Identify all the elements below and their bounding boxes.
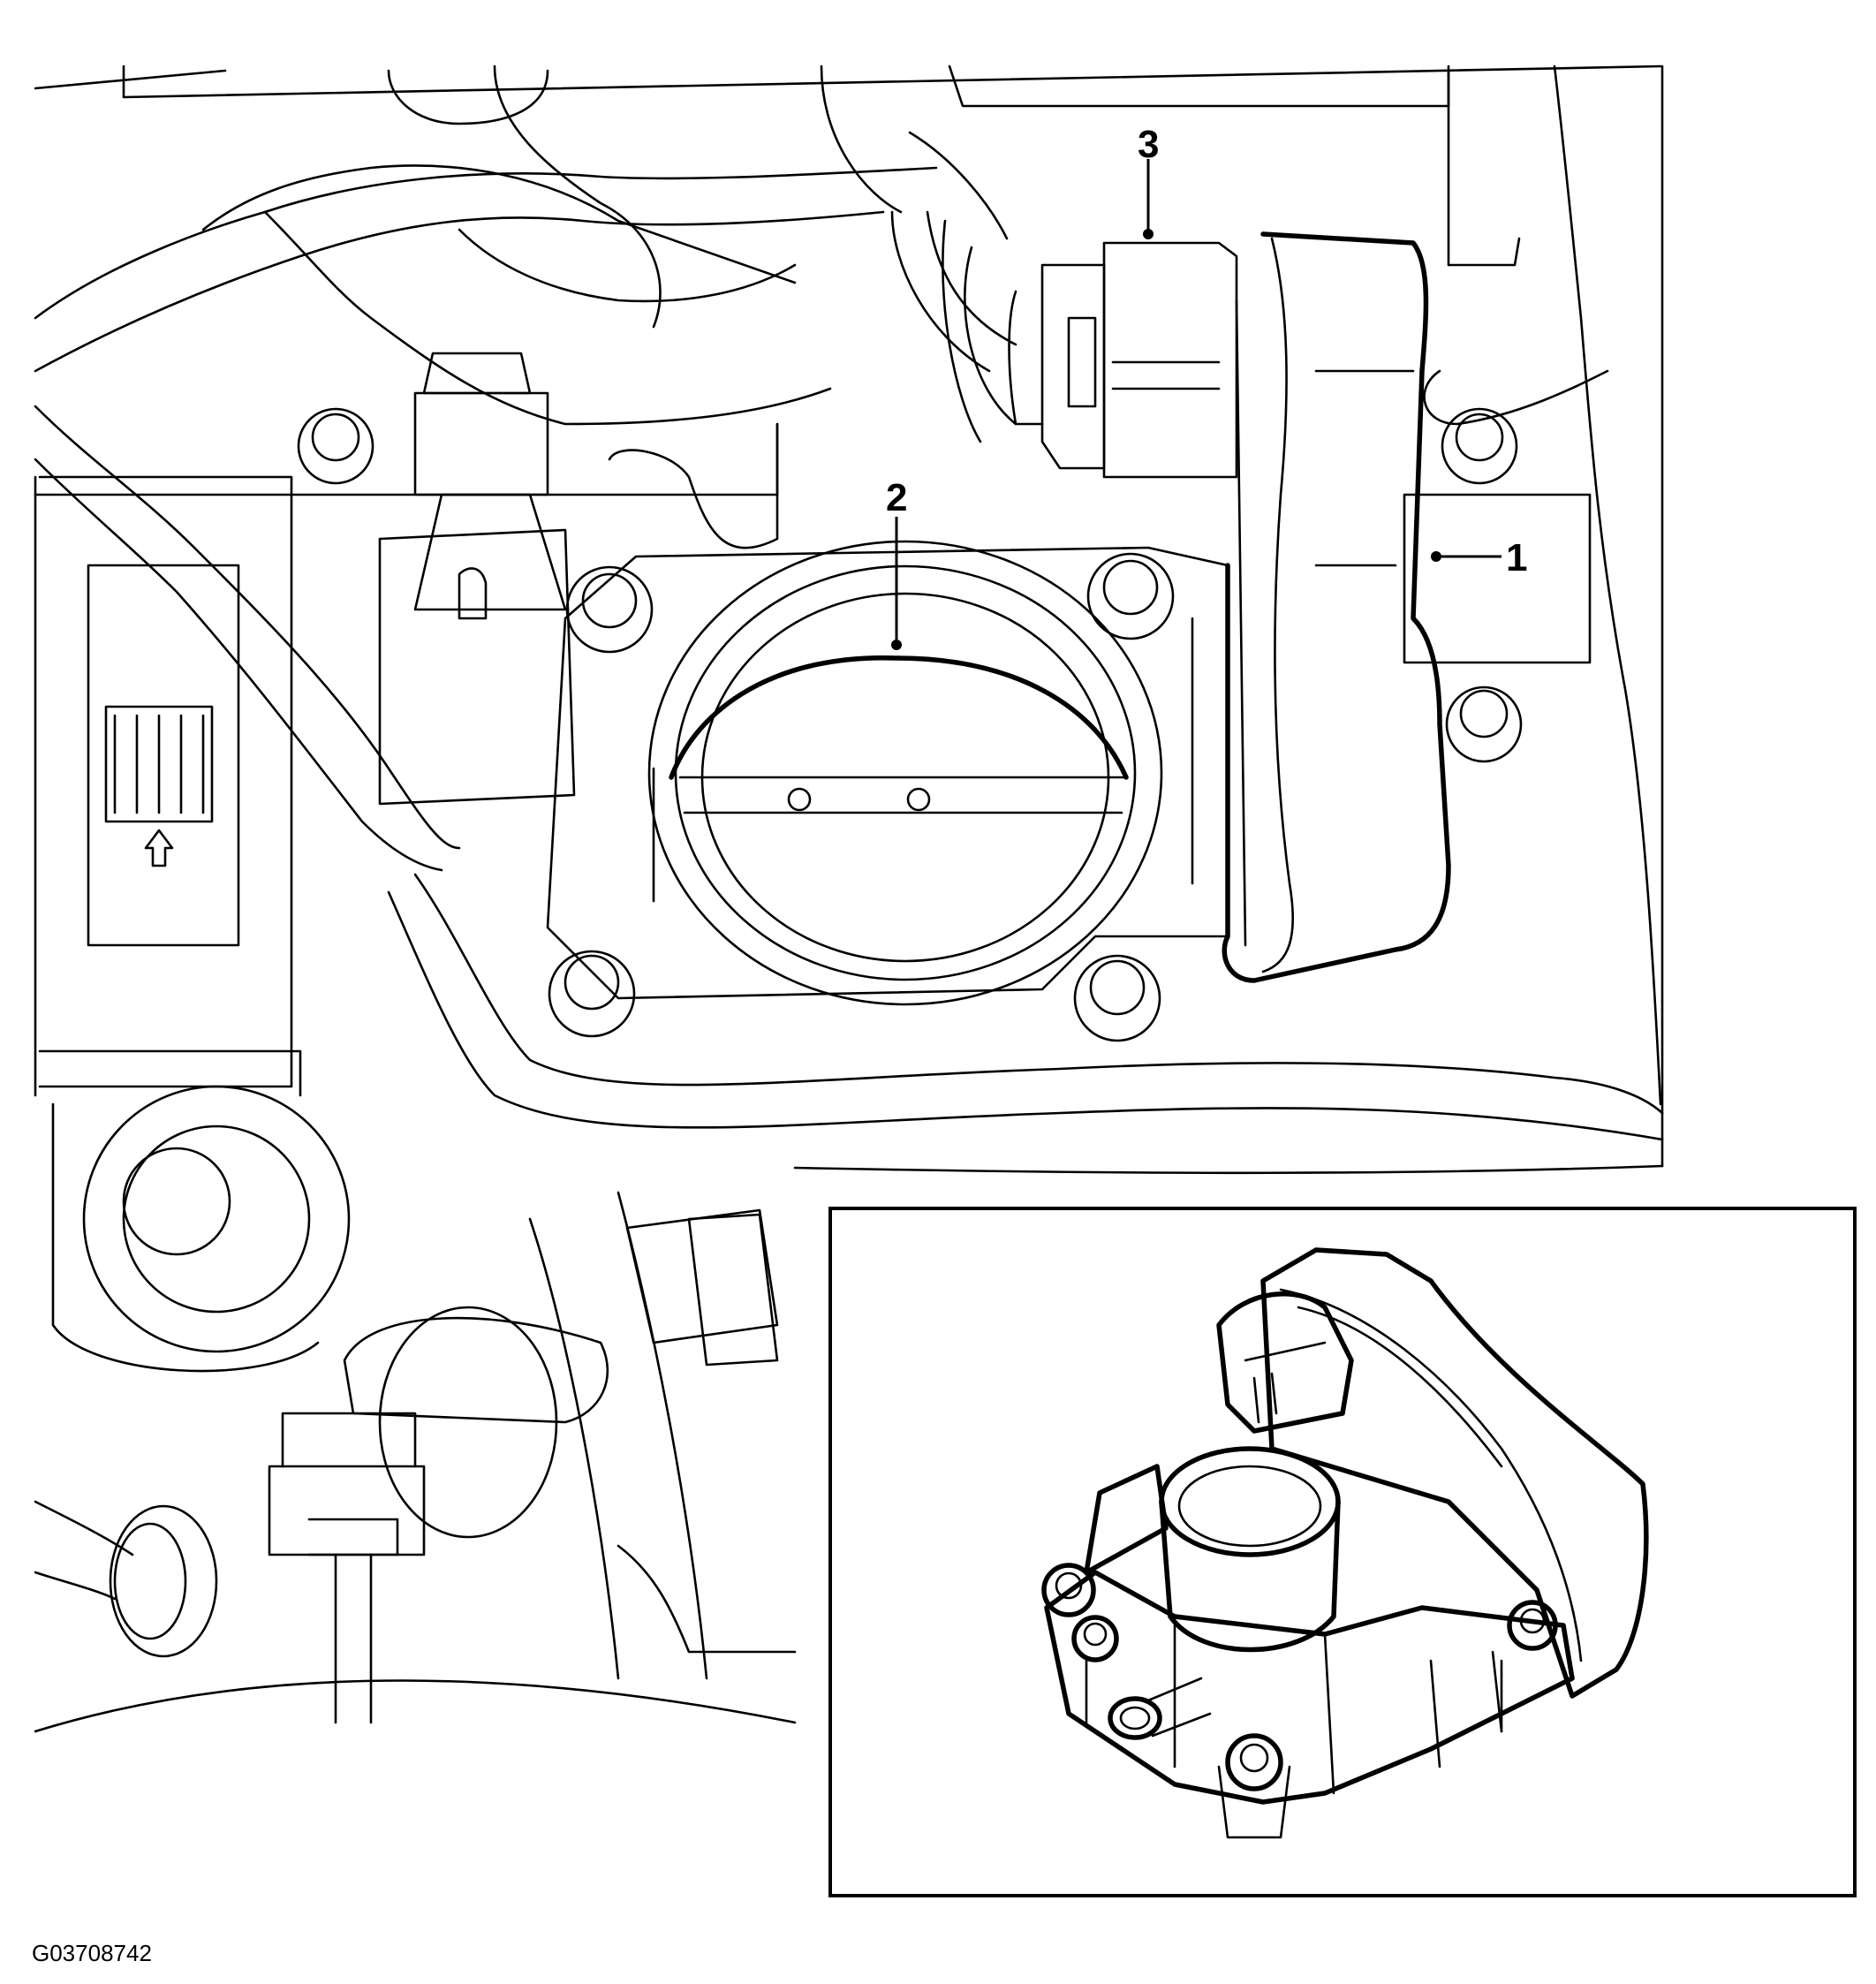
figure-id: G03708742 [32,1940,152,1966]
electrical-connector [942,219,1238,479]
callout-1: 1 [1431,536,1527,579]
bolt-left-lower [548,950,636,1038]
callout-2: 2 [886,476,907,650]
bolt-right-upper [1086,552,1175,640]
inset-throttle-body [1041,1247,1649,1839]
inset-panel [828,1207,1857,1897]
engine-bay-illustration [34,64,1664,1733]
bolt-left-upper [565,565,654,654]
bolt-right-lower [1073,954,1161,1042]
bolt-top-left [297,407,374,485]
throttle-bore [647,540,1163,1006]
throttle-motor-housing [1222,231,1451,983]
bolt-far-right-lower [1445,685,1523,763]
callout-3: 3 [1138,123,1159,239]
callout-2-label: 2 [886,476,907,519]
callout-3-label: 3 [1138,123,1159,166]
bolt-far-right-upper [1441,407,1518,485]
callout-1-label: 1 [1506,536,1527,579]
